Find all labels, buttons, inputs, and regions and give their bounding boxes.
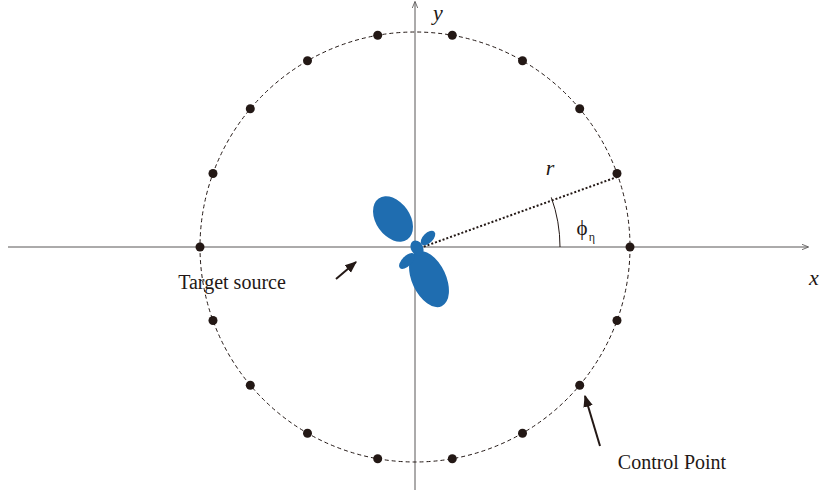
control-point-dot bbox=[518, 429, 527, 438]
callout-label: Control Point bbox=[618, 452, 726, 472]
control-point-dot bbox=[303, 56, 312, 65]
control-point-dot bbox=[626, 243, 635, 252]
axis-label: y bbox=[433, 2, 443, 24]
control-point-dot bbox=[246, 104, 255, 113]
control-point-dot bbox=[209, 316, 218, 325]
control-point-dot bbox=[613, 169, 622, 178]
control-point-dot bbox=[303, 429, 312, 438]
angle-subscript: η bbox=[589, 231, 595, 243]
control-points bbox=[196, 31, 635, 463]
control-point-dot bbox=[373, 454, 382, 463]
control-point-dot bbox=[448, 454, 457, 463]
callout-label: Target source bbox=[178, 272, 286, 292]
control-point-dot bbox=[575, 381, 584, 390]
dashed-circle bbox=[200, 32, 630, 462]
angle-label: ϕ bbox=[576, 218, 587, 239]
control-point-dot bbox=[246, 381, 255, 390]
leader-arrow bbox=[585, 396, 600, 446]
control-point-dot bbox=[613, 316, 622, 325]
leader-arrow bbox=[336, 262, 356, 279]
control-point-dot bbox=[196, 243, 205, 252]
control-point-dot bbox=[448, 31, 457, 40]
control-point-dot bbox=[575, 104, 584, 113]
radius-line bbox=[420, 177, 617, 248]
x-axis bbox=[8, 247, 808, 248]
angle-arc bbox=[551, 197, 560, 247]
radius-label: r bbox=[546, 157, 555, 179]
control-point-dot bbox=[373, 31, 382, 40]
control-point-dot bbox=[209, 169, 218, 178]
axis-label: x bbox=[809, 267, 819, 289]
control-point-dot bbox=[518, 56, 527, 65]
target-source bbox=[365, 189, 457, 314]
